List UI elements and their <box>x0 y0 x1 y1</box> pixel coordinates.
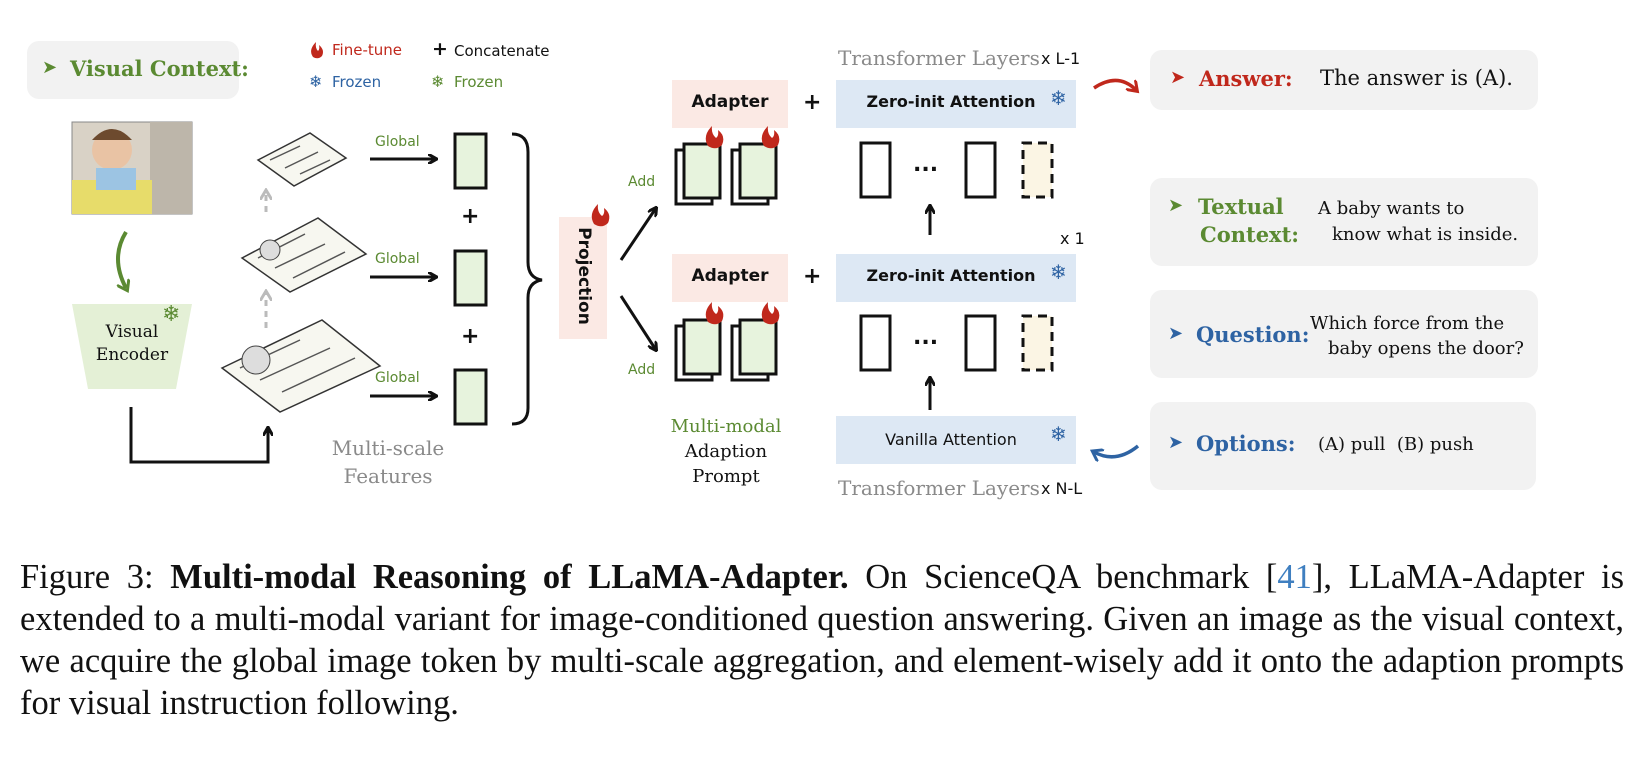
triangle-blue-icon: ➤ <box>1168 323 1184 344</box>
frozen-icon-top: ❄ <box>1050 86 1067 110</box>
projection-label: Projection <box>574 227 594 325</box>
triangle-green-icon: ➤ <box>42 57 58 78</box>
transformer-layers-top: Transformer Layers <box>838 46 1040 70</box>
prompt-caption-3: Prompt <box>692 466 760 487</box>
encoder-label-line1: Visual <box>105 322 159 342</box>
caption-text-a: On ScienceQA benchmark [ <box>848 558 1278 596</box>
adapter-plus-top: + <box>803 90 822 115</box>
zero-init-label-top: Zero-init Attention <box>866 92 1036 111</box>
zero-init-label-mid: Zero-init Attention <box>866 266 1036 285</box>
answer-arrow <box>1093 78 1136 90</box>
answer-label: Answer: <box>1199 66 1293 91</box>
token-plus-1: + <box>461 204 480 229</box>
snowflake-green-icon: ❄ <box>431 72 445 91</box>
add-label-top: Add <box>628 174 656 190</box>
legend-finetune: Fine-tune <box>332 41 402 59</box>
transformer-mult-bottom: x N-L <box>1041 479 1083 498</box>
answer-text: The answer is (A). <box>1320 66 1513 90</box>
visual-context-panel <box>27 41 239 99</box>
adapter-plus-bottom: + <box>803 264 822 289</box>
vanilla-attention-label: Vanilla Attention <box>885 430 1017 449</box>
prompt-caption-1: Multi-modal <box>670 416 782 437</box>
question-panel <box>1150 290 1538 378</box>
scale-image-large <box>220 319 382 413</box>
triangle-red-icon: ➤ <box>1170 67 1186 88</box>
token-row-top <box>859 141 1054 199</box>
add-arrow-bottom <box>619 295 656 350</box>
token-plus-2: + <box>461 324 480 349</box>
adapter-box-top <box>672 80 788 128</box>
multiscale-caption-1: Multi-scale <box>331 436 445 460</box>
fire-icons <box>311 42 780 325</box>
options-label: Options: <box>1196 431 1296 456</box>
textual-context-panel <box>1150 178 1538 266</box>
caption-text-b: ], LLaMA-Adapter is extended to a multi-… <box>20 558 1624 722</box>
caption-prefix: Figure 3: <box>20 558 171 596</box>
encode-arrow <box>116 230 126 288</box>
add-label-bottom: Add <box>628 362 656 378</box>
encoder-output-arrow <box>129 407 268 464</box>
input-arrow <box>1094 444 1140 457</box>
adapter-label-bottom: Adapter <box>691 266 769 286</box>
snowflake-icon: ❄ <box>309 72 323 91</box>
legend-frozen-blue: Frozen <box>332 73 382 91</box>
scale-image-small <box>256 132 348 187</box>
adaption-prompt-top <box>674 142 778 206</box>
scale-image-medium <box>240 217 368 293</box>
baby-photo <box>71 121 193 215</box>
citation-link[interactable]: 41 <box>1277 558 1312 596</box>
aggregation-brace <box>511 132 543 426</box>
question-text-1: Which force from the <box>1310 313 1505 334</box>
transformer-mult-top: x L-1 <box>1041 49 1081 68</box>
triangle-blue-icon-2: ➤ <box>1168 432 1184 453</box>
global-label-1: Global <box>375 134 420 150</box>
figure-caption: Figure 3: Multi-modal Reasoning of LLaMA… <box>20 556 1624 724</box>
multiscale-caption-2: Features <box>343 464 433 488</box>
ellipsis-top: ... <box>913 152 939 177</box>
zero-init-attention-mid <box>836 254 1076 302</box>
textual-text-2: know what is inside. <box>1332 224 1519 245</box>
plus-icon: + <box>432 38 448 60</box>
options-panel <box>1150 402 1536 490</box>
encoder-label-line2: Encoder <box>95 345 169 365</box>
legend-frozen-green: Frozen <box>454 73 504 91</box>
caption-title: Multi-modal Reasoning of LLaMA-Adapter. <box>170 558 849 596</box>
zero-init-attention-top <box>836 80 1076 128</box>
textual-label-1: Textual <box>1198 194 1284 219</box>
options-text: (A) pull (B) push <box>1318 434 1474 455</box>
question-text-2: baby opens the door? <box>1328 338 1524 359</box>
global-token-1 <box>453 132 488 190</box>
answer-panel <box>1150 50 1538 110</box>
prompt-caption-2: Adaption <box>684 441 768 462</box>
triangle-green-icon-2: ➤ <box>1168 195 1184 216</box>
global-label-3: Global <box>375 370 420 386</box>
legend-concatenate: Concatenate <box>454 42 550 60</box>
textual-label-2: Context: <box>1200 222 1300 247</box>
global-label-2: Global <box>375 251 420 267</box>
visual-context-title: Visual Context: <box>70 56 249 81</box>
textual-text-1: A baby wants to <box>1318 198 1465 219</box>
frozen-icon-bottom: ❄ <box>1050 422 1067 446</box>
projection-block <box>559 217 607 339</box>
adaption-prompt-bottom <box>674 318 778 382</box>
vanilla-attention <box>836 416 1076 464</box>
visual-encoder-block <box>72 304 192 389</box>
global-token-2 <box>453 249 488 307</box>
frozen-icon-mid: ❄ <box>1050 260 1067 284</box>
diagram-canvas <box>27 41 1538 490</box>
ellipsis-bottom: ... <box>913 325 939 350</box>
token-row-bottom <box>859 314 1054 372</box>
adapter-box-bottom <box>672 254 788 302</box>
encoder-frozen-icon: ❄ <box>162 302 181 327</box>
add-arrow-top <box>619 208 656 261</box>
transformer-mult-mid: x 1 <box>1060 229 1085 248</box>
question-label: Question: <box>1196 322 1310 347</box>
transformer-layers-bottom: Transformer Layers <box>838 476 1040 500</box>
global-token-3 <box>453 368 488 426</box>
adapter-label-top: Adapter <box>691 92 769 112</box>
